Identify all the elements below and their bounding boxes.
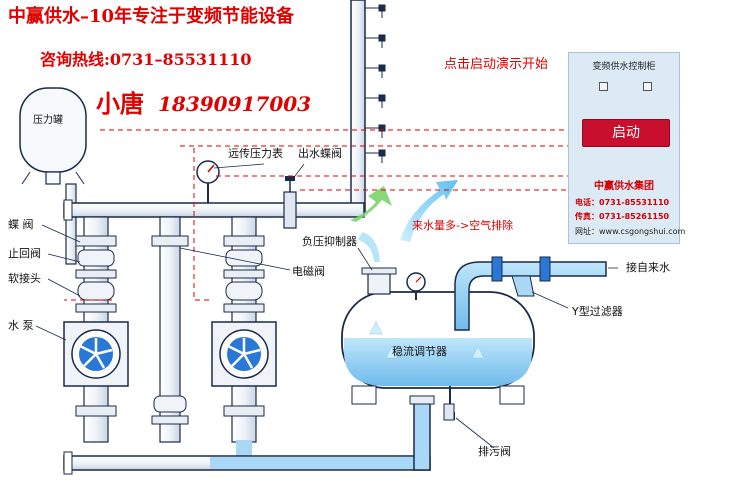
riser-taps xyxy=(365,4,386,163)
signal-lines xyxy=(64,129,568,301)
neg-pressure-suppressor xyxy=(361,267,397,295)
company-fax: 传真：0731-85261150 xyxy=(575,212,670,221)
pump-column-1 xyxy=(63,216,129,443)
hotline-text: 咨询热线:0731–85531110 xyxy=(40,50,252,69)
company-phone: 电话：0731-85531110 xyxy=(575,198,670,207)
company-group: 中赢供水集团 xyxy=(594,181,654,192)
tank-gauge xyxy=(406,272,426,300)
riser-pipe xyxy=(350,0,366,213)
control-cabinet: 变频供水控制柜 启动 中赢供水集团 电话：0731-85531110 传真：07… xyxy=(568,52,685,244)
label-stabilizer: 稳流调节器 xyxy=(392,345,447,358)
company-website: 网址：www.csgongshui.com xyxy=(575,227,686,236)
tank-flow-arrows xyxy=(369,321,485,359)
label-butterfly-valve: 蝶 阀 xyxy=(8,218,34,231)
remote-gauge xyxy=(196,160,220,203)
indicator-lamp-2 xyxy=(643,82,652,91)
drain-valve xyxy=(443,403,455,421)
flow-arrow-green xyxy=(350,186,392,262)
pressure-tank xyxy=(19,87,87,265)
cabinet-title: 变频供水控制柜 xyxy=(592,62,656,72)
contact-phone: 18390917003 xyxy=(158,92,312,116)
label-soft-joint: 软接头 xyxy=(8,272,41,285)
header-pipe xyxy=(63,199,365,221)
label-inlet: 接自来水 xyxy=(626,261,670,274)
label-solenoid: 电磁阀 xyxy=(292,265,325,278)
indicator-lamp-1 xyxy=(599,82,608,91)
air-exhaust-arrow xyxy=(400,180,458,242)
label-remote-gauge: 远传压力表 xyxy=(228,147,283,160)
inlet-pipe xyxy=(454,256,607,331)
label-neg-pressure: 负压抑制器 xyxy=(302,235,357,248)
demo-hint: 点击启动演示开始 xyxy=(444,57,549,72)
pump-column-2 xyxy=(211,216,277,458)
bottom-pipe xyxy=(63,395,435,475)
label-pump: 水 泵 xyxy=(8,319,34,332)
label-check-valve: 止回阀 xyxy=(8,247,41,260)
label-air-exhaust: 来水量多->空气排除 xyxy=(412,219,514,232)
label-pressure-tank: 压力罐 xyxy=(33,115,63,126)
outlet-valve xyxy=(283,176,297,229)
bypass-column xyxy=(151,216,189,443)
start-button[interactable]: 启动 xyxy=(582,119,670,147)
leader-lines xyxy=(35,163,618,449)
header-title: 中赢供水–10年专注于变频节能设备 xyxy=(8,6,295,27)
label-y-filter: Y型过滤器 xyxy=(572,305,623,318)
contact-name: 小唐 xyxy=(96,90,144,118)
label-outlet-valve: 出水蝶阀 xyxy=(298,147,342,160)
label-drain-valve: 排污阀 xyxy=(478,445,511,458)
